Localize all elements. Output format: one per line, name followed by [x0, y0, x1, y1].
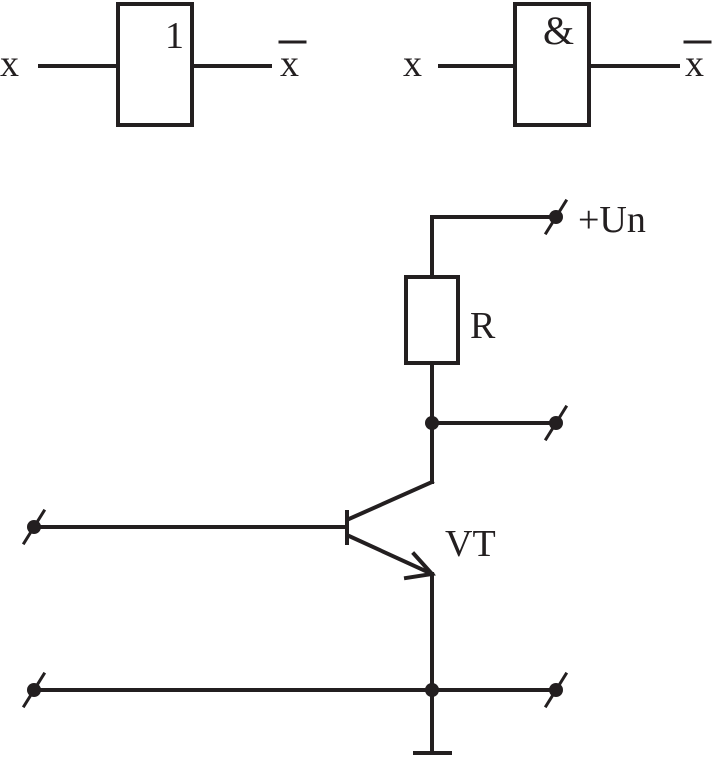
not-gate-symbol: 1 [165, 15, 184, 57]
transistor-symbol [345, 479, 436, 581]
supply-label: +Un [578, 199, 646, 241]
and-gate-output-label: x [685, 43, 704, 85]
transistor-inverter: +Un R VT [21, 198, 646, 755]
output-terminal-tick [543, 404, 569, 442]
supply-wire [430, 215, 558, 277]
and-gate-input-label: x [403, 43, 422, 85]
and-gate-body [513, 2, 591, 127]
emitter-lead [346, 533, 435, 577]
input-terminal-tick [21, 508, 47, 546]
transistor-label: VT [445, 523, 496, 565]
not-gate-input-label: x [0, 43, 19, 85]
and-gate-symbol: & [543, 8, 574, 53]
common-node [425, 683, 439, 697]
and-not-gate: x & x [403, 2, 712, 127]
resistor-label: R [470, 305, 496, 347]
common-right-terminal-tick [543, 671, 569, 709]
not-gate-output-label: x [280, 43, 299, 85]
supply-terminal-tick [543, 198, 569, 236]
resistor [404, 275, 460, 365]
collector-lead [346, 479, 435, 522]
not-gate: x 1 x [0, 2, 307, 127]
common-left-terminal-tick [21, 671, 47, 709]
